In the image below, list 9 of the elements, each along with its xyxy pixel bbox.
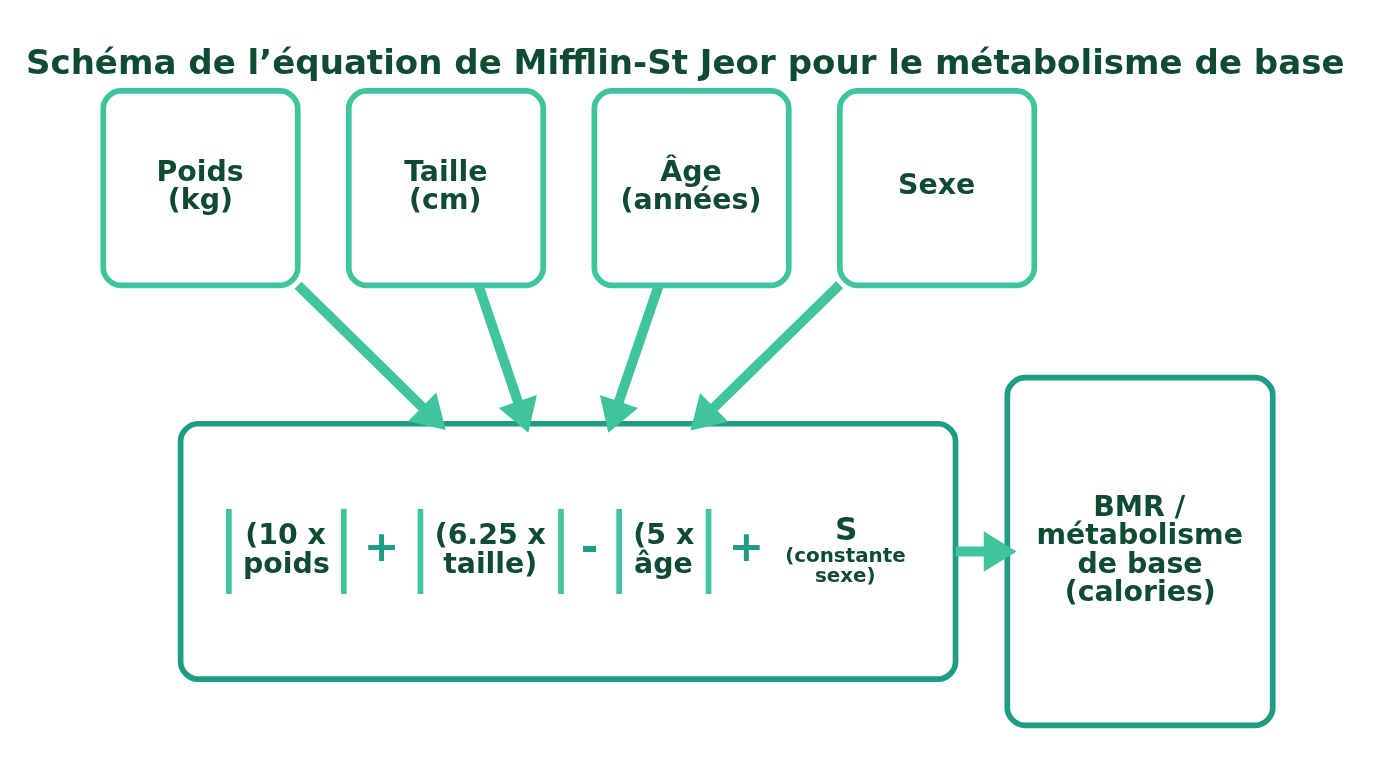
node-box: Âge (années) [591,88,792,289]
node-box: Poids (kg) [100,88,301,289]
arrow [294,281,446,431]
node-box: BMR / métabolisme de base (calories) [1004,374,1276,729]
diagram-title: Schéma de l’équation de Mifflin-St Jeor pour le métabolisme de base [25,42,1345,83]
node-box: Sexe [837,88,1038,289]
arrow [690,281,844,431]
arrow [955,531,1017,572]
node-box: Taille (cm) [345,88,547,289]
